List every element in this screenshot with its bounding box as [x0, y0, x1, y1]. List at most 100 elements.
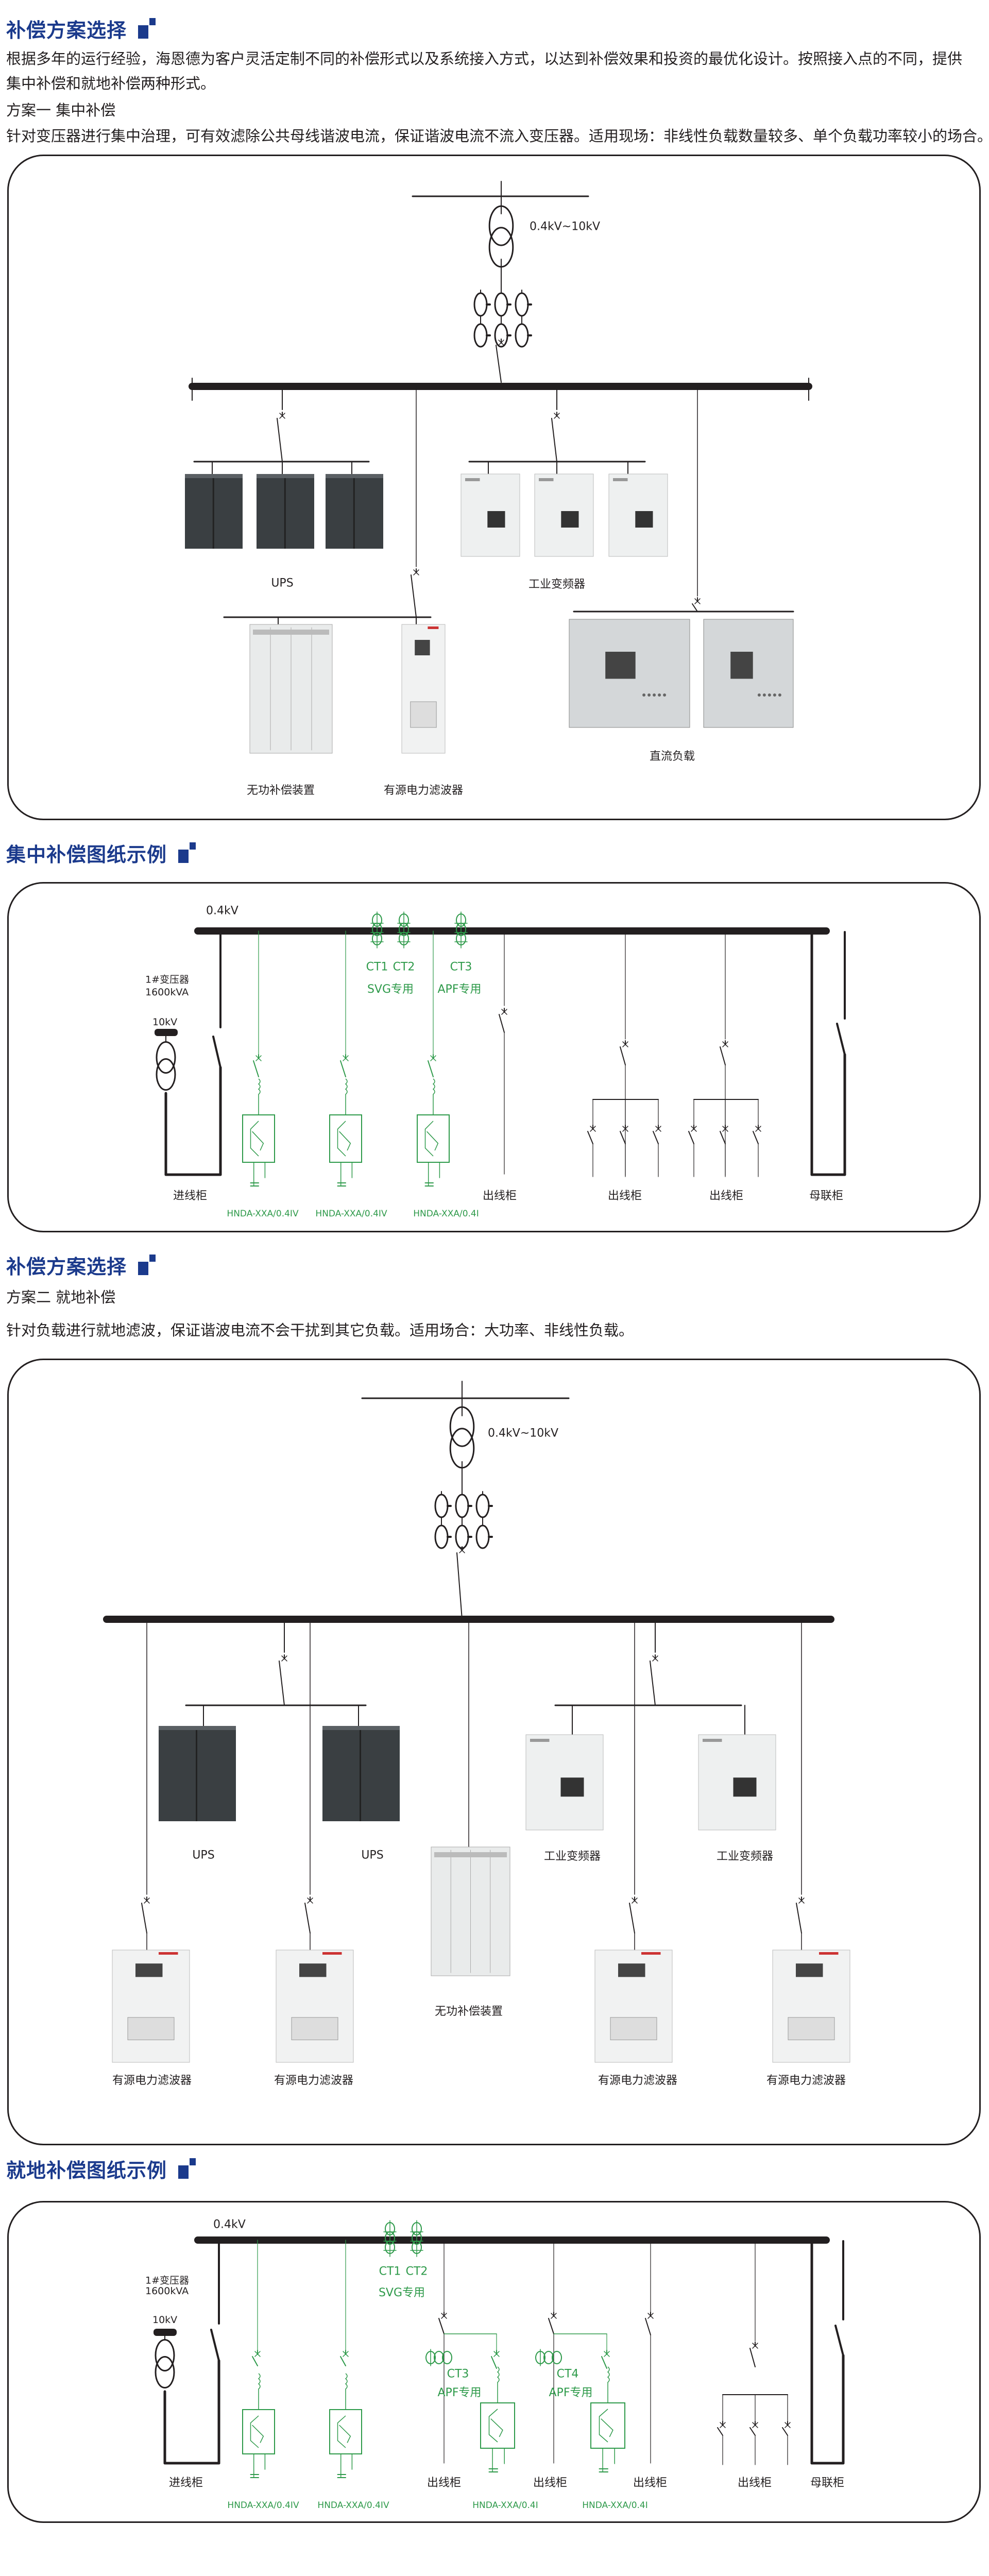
wire [720, 1046, 726, 1065]
seam [212, 474, 214, 549]
logo [613, 478, 628, 481]
ct2-label: CT2 [405, 2265, 428, 2278]
wire [554, 413, 560, 419]
ct3-label: CT3 [450, 960, 472, 974]
transformer-icon [155, 2339, 175, 2388]
wire [717, 2427, 723, 2436]
knob [658, 693, 661, 697]
wire [459, 1547, 465, 1553]
top [257, 474, 314, 478]
switch-icon [428, 1054, 436, 1077]
brand-strip [322, 1952, 342, 1955]
vfd-device-image [461, 473, 520, 557]
current-transformer-icon [535, 2349, 562, 2366]
ups-label: UPS [271, 577, 294, 590]
model-label: HNDA-XXA/0.4IV [227, 1209, 299, 1219]
wire [752, 2343, 758, 2349]
wire [144, 1897, 150, 1904]
ct2-label: CT2 [393, 960, 415, 974]
ups-device-image [326, 474, 383, 549]
ct-coil [552, 2351, 562, 2364]
switch-icon [650, 1654, 658, 1706]
switch-icon [692, 597, 701, 612]
switch-icon [717, 2421, 726, 2436]
switch-icon [749, 2421, 758, 2436]
brand-strip [159, 1952, 178, 1955]
wire [430, 1055, 436, 1061]
switch-icon [411, 568, 419, 618]
display [733, 1777, 757, 1797]
ups-label: UPS [192, 1849, 215, 1862]
switch-icon [601, 2350, 610, 2369]
ups-label: UPS [361, 1849, 384, 1862]
wire [755, 1126, 761, 1132]
switch-icon [749, 2342, 758, 2367]
vfd-device-image [525, 1734, 604, 1831]
wire [501, 1009, 507, 1015]
switch-icon [252, 2350, 261, 2366]
seam [196, 1726, 197, 1821]
wire [498, 340, 504, 346]
intro-text-line2: 集中补偿和就地补偿两种形式。 [6, 75, 216, 92]
switch-icon [499, 1008, 507, 1033]
bus-voltage-label: 0.4kV [206, 904, 238, 918]
diagram-local [103, 1381, 850, 2063]
knob [663, 693, 667, 697]
apf-label: 有源电力滤波器 [766, 2074, 846, 2087]
hv-label: 10kV [152, 1016, 178, 1028]
switch-icon [279, 1654, 287, 1706]
display [561, 511, 579, 528]
winding [449, 1406, 475, 1447]
apf-converter-icon [480, 2366, 515, 2472]
drawing-local [154, 2220, 845, 2478]
wire [551, 418, 557, 462]
wire [277, 418, 283, 462]
ct3-label: CT3 [447, 2367, 469, 2381]
diagram-local-frame [7, 1359, 981, 2145]
heading-text: 集中补偿图纸示例 [6, 843, 167, 866]
wire [720, 1131, 726, 1144]
svg-only-label: SVG专用 [378, 2286, 425, 2299]
apf-converter-icon [329, 1078, 362, 1187]
vfd-device-image [534, 473, 594, 557]
wire [785, 2422, 791, 2428]
display [135, 1963, 163, 1977]
wire [499, 1014, 505, 1033]
wire [343, 2351, 349, 2357]
wire [252, 2356, 258, 2366]
tie-cabinet-label: 母联柜 [810, 2477, 845, 2489]
diagram-centralized-frame [7, 155, 981, 820]
wire [590, 1126, 596, 1132]
wire [279, 413, 285, 419]
wire [782, 2427, 788, 2436]
switch-icon [782, 2421, 791, 2436]
apf-label: 有源电力滤波器 [112, 2074, 192, 2087]
vent [610, 2017, 657, 2040]
wire [650, 1660, 656, 1706]
outgoing-cabinet-label: 出线柜 [633, 2477, 668, 2489]
wire [622, 1126, 628, 1132]
transformer-voltage-label: 0.4kV~10kV [530, 220, 600, 233]
wire [749, 2348, 756, 2367]
heading-square-icon [138, 1255, 156, 1275]
wire [836, 1023, 846, 1056]
plan-description: 针对负载进行就地滤波，保证谐波电流不会干扰到其它负载。适用场合：大功率、非线性负… [6, 1321, 634, 1339]
switch-icon [304, 1896, 313, 1934]
dc-load-label: 直流负载 [649, 750, 695, 763]
wire [441, 2313, 447, 2319]
wire [253, 1060, 259, 1077]
current-transformer-icon [397, 911, 411, 948]
heading-square-icon [138, 18, 156, 39]
reactor-coil [607, 2366, 610, 2383]
winding [488, 205, 514, 246]
heading-square-icon [178, 2158, 196, 2179]
switch-icon [796, 1896, 805, 1934]
vfd-label: 工业变频器 [528, 578, 586, 591]
wire [694, 598, 701, 604]
switch-icon [141, 1896, 150, 1934]
section-heading: 集中补偿图纸示例 [6, 840, 196, 866]
igbt-symbol [424, 1121, 439, 1157]
wire [279, 1660, 285, 1706]
wire [141, 1903, 147, 1934]
igbt-symbol [488, 2409, 503, 2443]
